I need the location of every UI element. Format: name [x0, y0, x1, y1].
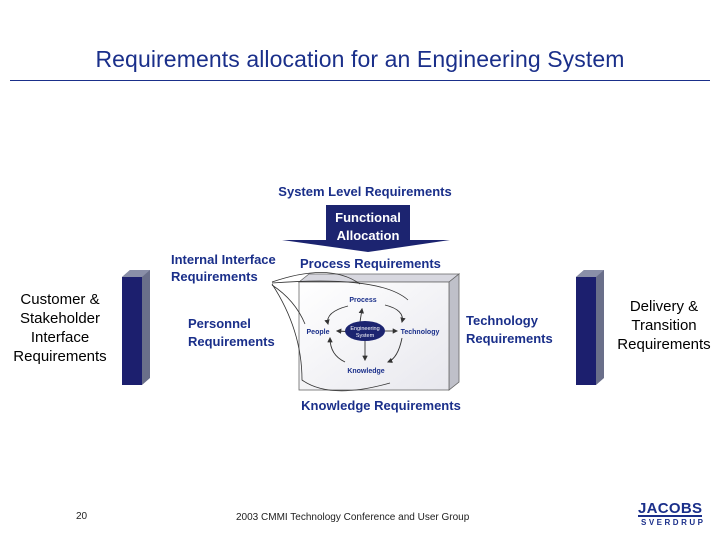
interface-curves	[271, 272, 409, 392]
inner-technology-label: Technology	[401, 329, 440, 336]
logo-bar	[638, 515, 702, 517]
personnel-line2: Requirements	[188, 334, 275, 349]
left-line: Interface	[30, 329, 90, 346]
system-level-requirements: System Level Requirements	[278, 184, 451, 199]
left-line: Requirements	[13, 348, 107, 365]
customer-stakeholder-label: Customer & Stakeholder Interface Require…	[4, 290, 116, 366]
internal-interface-line2: Requirements	[171, 269, 258, 284]
engineering-system-center: Engineering System	[345, 321, 385, 341]
right-pillar	[576, 270, 604, 385]
title-rule	[10, 80, 710, 81]
sverdrup-logo-text: SVERDRUP	[641, 518, 706, 527]
allocation-label: Allocation	[337, 228, 400, 243]
inner-process-label: Process	[349, 297, 376, 304]
page-number: 20	[76, 511, 88, 522]
left-line: Stakeholder	[19, 310, 101, 327]
delivery-transition-label: Delivery & Transition Requirements	[608, 297, 720, 354]
functional-allocation-banner: Functional Allocation	[282, 205, 450, 252]
center-line1: Engineering	[350, 326, 379, 332]
right-line: Requirements	[617, 336, 711, 353]
inner-people-label: People	[307, 329, 330, 336]
left-pillar	[122, 270, 150, 385]
process-requirements: Process Requirements	[300, 256, 441, 271]
functional-label: Functional	[335, 210, 401, 225]
right-line: Transition	[631, 317, 697, 334]
inner-knowledge-label: Knowledge	[347, 368, 384, 375]
slide-title: Requirements allocation for an Engineeri…	[95, 46, 625, 72]
knowledge-requirements: Knowledge Requirements	[301, 398, 461, 413]
center-line2: System	[356, 333, 375, 339]
jacobs-logo-text: JACOBS	[638, 500, 703, 517]
right-line: Delivery &	[629, 298, 699, 315]
technology-line1: Technology	[466, 313, 539, 328]
internal-interface-line1: Internal Interface	[171, 252, 276, 267]
technology-line2: Requirements	[466, 331, 553, 346]
footer-conference: 2003 CMMI Technology Conference and User…	[236, 512, 470, 523]
personnel-line1: Personnel	[188, 316, 251, 331]
left-line: Customer &	[20, 291, 100, 308]
